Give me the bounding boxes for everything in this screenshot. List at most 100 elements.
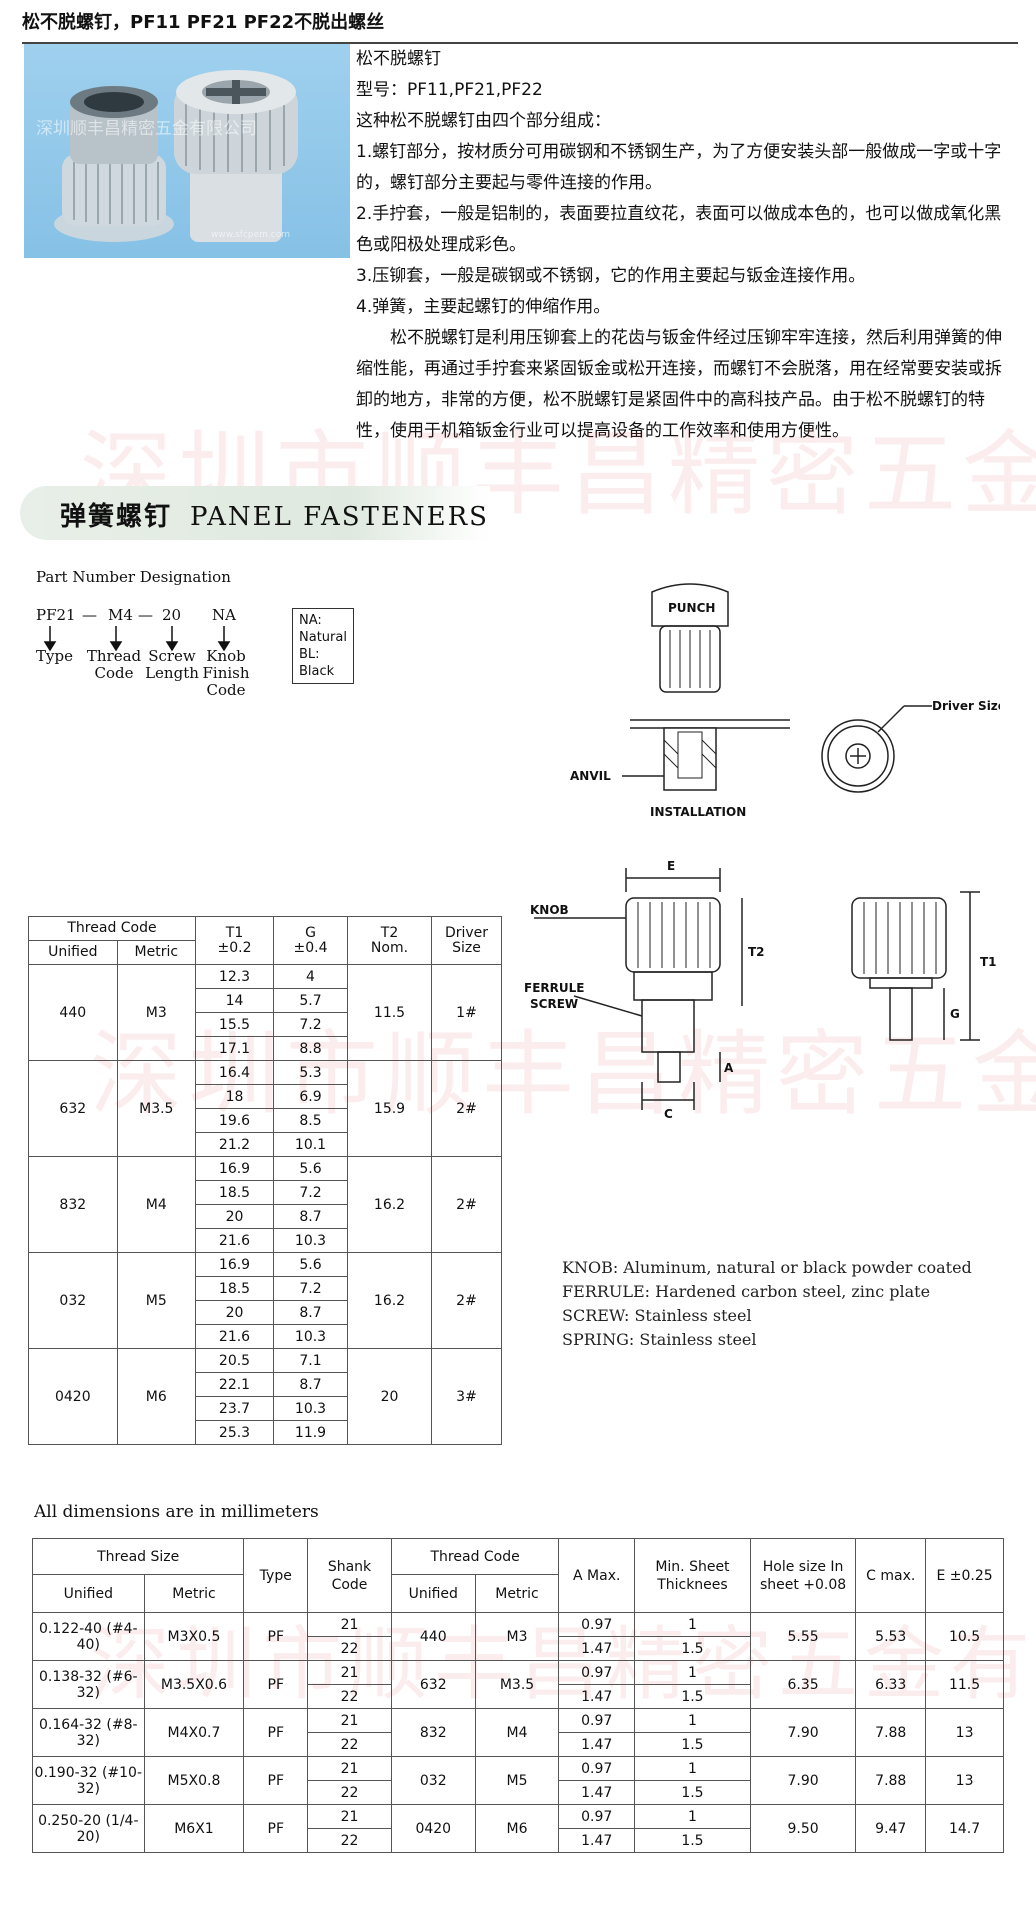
code-thread: M4 xyxy=(108,606,133,624)
cell-type: PF xyxy=(243,1660,309,1709)
intro-text: 松不脱螺钉 型号：PF11,PF21,PF22 这种松不脱螺钉由四个部分组成： … xyxy=(356,44,1016,447)
cell-min-sheet: 1 xyxy=(634,1756,751,1781)
cell-g: 10.3 xyxy=(273,1324,348,1349)
cell-t1: 18.5 xyxy=(195,1180,274,1205)
photo-url-watermark: www.sfcpem.com xyxy=(210,230,290,240)
knob-label: KNOB xyxy=(530,903,569,917)
materials-list: KNOB: Aluminum, natural or black powder … xyxy=(562,1256,972,1352)
cell-g: 5.7 xyxy=(273,988,348,1013)
cell-g: 7.2 xyxy=(273,1276,348,1301)
cell-a-max: 0.97 xyxy=(558,1660,636,1685)
intro-heading: 松不脱螺钉 xyxy=(356,49,441,69)
header-g: G±0.4 xyxy=(273,916,348,965)
cell-t1: 12.3 xyxy=(195,964,274,989)
cell-shank-code: 21 xyxy=(307,1756,392,1781)
cell-e: 10.5 xyxy=(925,1612,1004,1661)
material-screw: SCREW: Stainless steel xyxy=(562,1306,752,1325)
cell-min-sheet: 1 xyxy=(634,1708,751,1733)
cell-min-sheet: 1.5 xyxy=(634,1780,751,1805)
cell-metric: M6 xyxy=(116,1348,197,1445)
cell-type: PF xyxy=(243,1804,309,1853)
dimension-table-2: Thread Size Type Shank Code Thread Code … xyxy=(31,1538,1004,1853)
cell-g: 6.9 xyxy=(273,1084,348,1109)
page-title: 松不脱螺钉，PF11 PF21 PF22不脱出螺丝 xyxy=(22,8,1018,44)
cell-t1: 14 xyxy=(195,988,274,1013)
cell-driver-size: 3# xyxy=(431,1348,502,1445)
cell-type: PF xyxy=(243,1708,309,1757)
dim-g-label: G xyxy=(950,1007,960,1021)
cell-hole-size: 7.90 xyxy=(749,1708,857,1757)
cell-g: 5.6 xyxy=(273,1156,348,1181)
cell-g: 7.2 xyxy=(273,1012,348,1037)
cell-driver-size: 2# xyxy=(431,1156,502,1253)
cell-t1: 20.5 xyxy=(195,1348,274,1373)
cell-g: 7.1 xyxy=(273,1348,348,1373)
cell-a-max: 0.97 xyxy=(558,1756,636,1781)
dim-a-label: A xyxy=(724,1061,734,1075)
code-finish: NA xyxy=(212,606,236,624)
cell-min-sheet: 1 xyxy=(634,1804,751,1829)
cell-g: 10.3 xyxy=(273,1228,348,1253)
cell-c-max: 6.33 xyxy=(855,1660,927,1709)
cell-g: 8.8 xyxy=(273,1036,348,1061)
cell-t1: 25.3 xyxy=(195,1420,274,1445)
cell-tc-metric: M6 xyxy=(474,1804,560,1853)
cell-t1: 21.2 xyxy=(195,1132,274,1157)
cell-a-max: 1.47 xyxy=(558,1636,636,1661)
cell-shank-code: 21 xyxy=(307,1708,392,1733)
cell-unified: 0.138-32 (#6-32) xyxy=(32,1660,145,1709)
header-tc-unified: Unified xyxy=(390,1574,476,1613)
cell-a-max: 0.97 xyxy=(558,1804,636,1829)
header-t1: T1±0.2 xyxy=(195,916,274,965)
cell-metric: M4X0.7 xyxy=(143,1708,245,1757)
cell-t1: 22.1 xyxy=(195,1372,274,1397)
cell-t2: 20 xyxy=(347,1348,432,1445)
cell-shank-code: 22 xyxy=(307,1636,392,1661)
cell-tc-unified: 032 xyxy=(390,1756,476,1805)
cell-a-max: 0.97 xyxy=(558,1612,636,1637)
cell-metric: M3.5 xyxy=(116,1060,197,1157)
cell-c-max: 7.88 xyxy=(855,1708,927,1757)
cell-hole-size: 9.50 xyxy=(749,1804,857,1853)
header-thread-size: Thread Size xyxy=(31,1538,245,1575)
cell-tc-unified: 440 xyxy=(390,1612,476,1661)
cell-type: PF xyxy=(243,1756,309,1805)
header-thread-code: Thread Code xyxy=(390,1538,560,1575)
punch-label: PUNCH xyxy=(668,601,715,615)
driver-size-label: Driver Size xyxy=(932,699,1000,713)
label-knob-finish-code: Knob Finish Code xyxy=(202,647,250,699)
cell-tc-unified: 632 xyxy=(390,1660,476,1709)
cell-metric: M3X0.5 xyxy=(143,1612,245,1661)
dim-t2-label: T2 xyxy=(748,945,765,959)
header-metric: Metric xyxy=(116,940,197,965)
dim-e-label: E xyxy=(667,859,675,873)
cell-g: 8.7 xyxy=(273,1372,348,1397)
cell-tc-metric: M5 xyxy=(474,1756,560,1805)
header-hole-size: Hole size In sheet +0.08 xyxy=(749,1538,857,1613)
header-shank-code: Shank Code xyxy=(307,1538,392,1613)
cell-e: 14.7 xyxy=(925,1804,1004,1853)
header-type: Type xyxy=(243,1538,309,1613)
cell-t1: 18 xyxy=(195,1084,274,1109)
cell-a-max: 1.47 xyxy=(558,1684,636,1709)
cell-driver-size: 1# xyxy=(431,964,502,1061)
cell-e: 13 xyxy=(925,1708,1004,1757)
cell-min-sheet: 1.5 xyxy=(634,1828,751,1853)
cell-unified: 0420 xyxy=(28,1348,118,1445)
header-thread-code: Thread Code xyxy=(28,916,196,941)
cell-metric: M4 xyxy=(116,1156,197,1253)
cell-type: PF xyxy=(243,1612,309,1661)
